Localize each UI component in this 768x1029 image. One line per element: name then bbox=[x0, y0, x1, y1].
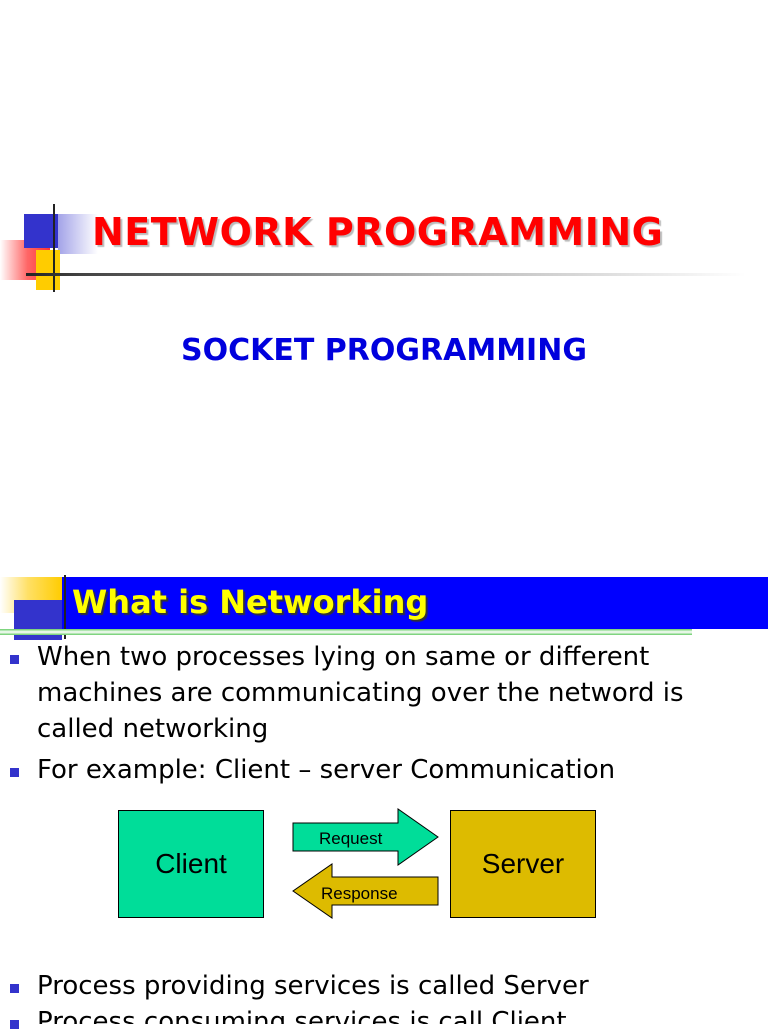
title-underline bbox=[26, 273, 746, 276]
slide-title: NETWORK PROGRAMMING bbox=[92, 210, 664, 254]
decor-yellow-block bbox=[36, 250, 60, 290]
server-label: Server bbox=[481, 848, 565, 879]
client-label: Client bbox=[155, 848, 227, 879]
bullet-marker bbox=[10, 655, 19, 664]
decor-blue-fade bbox=[58, 214, 98, 254]
title-bar bbox=[62, 577, 768, 629]
decor-vertical-line bbox=[64, 575, 66, 639]
bullet-text: Process providing services is called Ser… bbox=[37, 971, 589, 1001]
bullet-marker bbox=[10, 984, 19, 993]
bullet-text: When two processes lying on same or diff… bbox=[37, 642, 684, 744]
title-underline bbox=[0, 629, 692, 635]
client-box: Client bbox=[118, 810, 264, 918]
bullet-text: Process consuming services is call Clien… bbox=[37, 1007, 567, 1024]
server-box: Server bbox=[450, 810, 596, 918]
request-label: Request bbox=[319, 829, 383, 848]
bullet-marker bbox=[10, 768, 19, 777]
bullet-text: For example: Client – server Communicati… bbox=[37, 755, 616, 785]
decor-blue-square bbox=[24, 214, 58, 248]
bullet-marker bbox=[10, 1020, 19, 1029]
slide-subtitle: SOCKET PROGRAMMING bbox=[181, 333, 587, 368]
slide-title: What is Networking bbox=[72, 583, 429, 621]
decor-vertical-line bbox=[53, 204, 55, 292]
response-label: Response bbox=[321, 884, 398, 903]
